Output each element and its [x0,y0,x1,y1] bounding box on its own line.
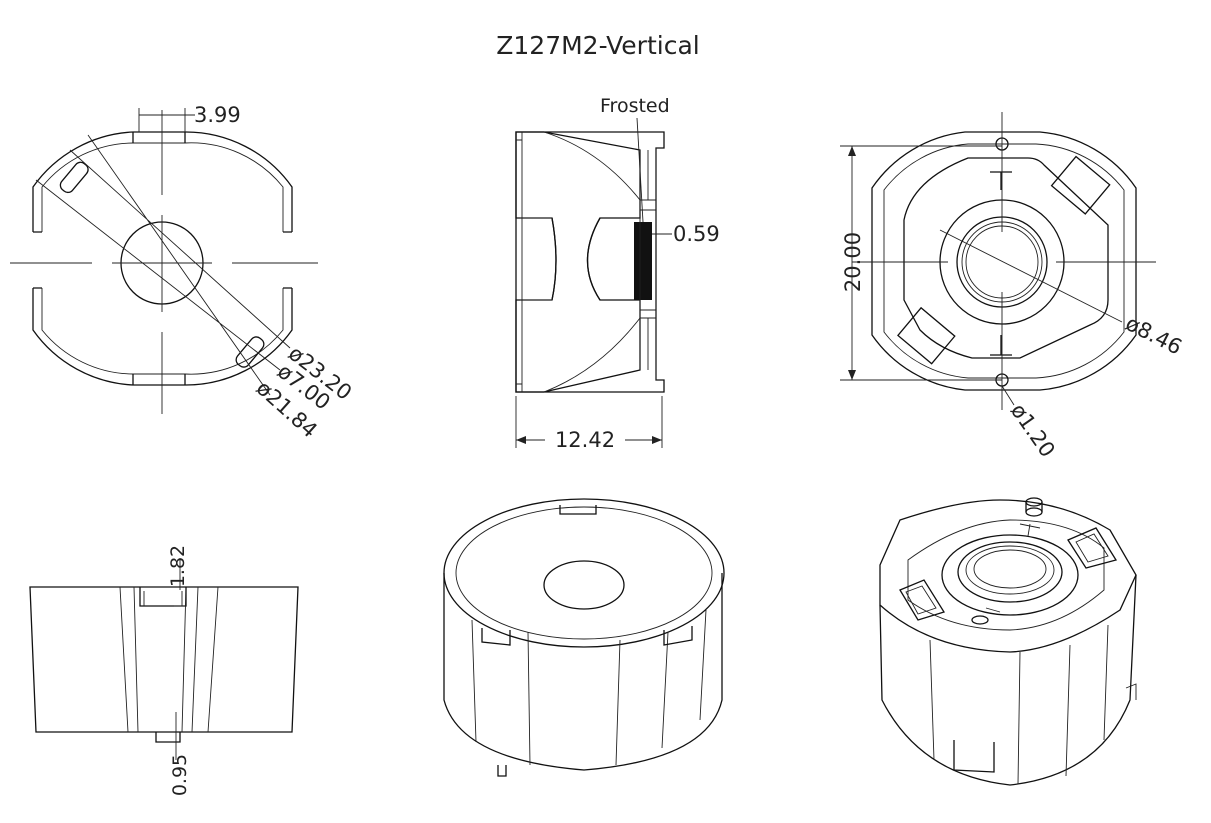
top-view: 3.99 ø23.20 ø7.00 ø21.84 [10,103,356,443]
dim-lens-diameter: ø8.46 [1122,311,1186,359]
dim-slot-width: 3.99 [194,103,241,127]
frosted-lens [634,222,652,300]
iso-view-back [879,497,1137,786]
drawing-title: Z127M2-Vertical [496,31,699,60]
dim-lens-depth: 0.59 [673,222,720,246]
bottom-view: 20.00 ø8.46 ø1.20 [840,112,1186,462]
section-view: Frosted 0.59 12.42 [515,95,720,452]
dim-pin-height: 0.95 [169,754,191,796]
iso-view-front [443,498,725,777]
dim-width-20: 20.00 [841,232,865,292]
iso-hole [543,560,625,610]
side-view: 1.82 0.95 [29,545,299,796]
dim-total-height: 12.42 [555,428,615,452]
note-frosted: Frosted [600,95,670,117]
dim-notch-depth: 1.82 [167,545,189,587]
dim-pin-diameter: ø1.20 [1006,399,1060,462]
